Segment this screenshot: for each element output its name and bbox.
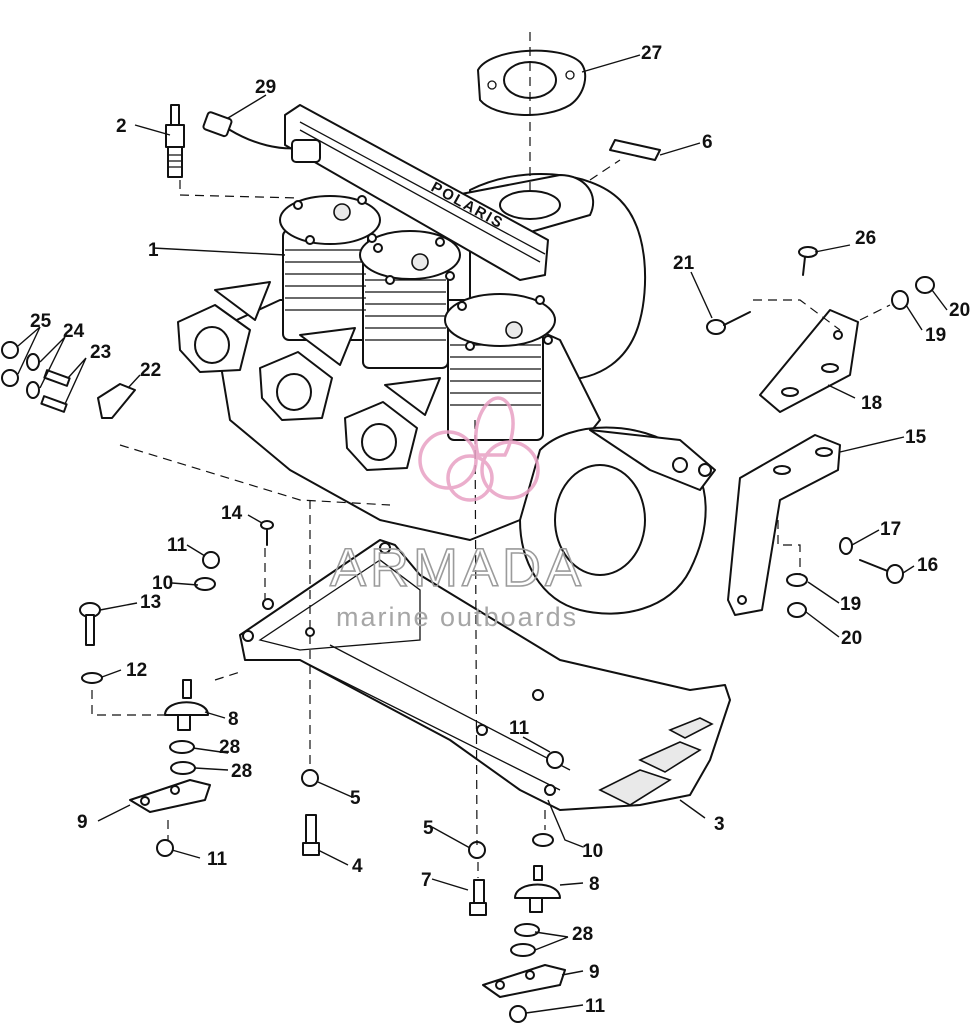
assembly-lines	[91, 32, 891, 878]
callout-10-washer: 10	[582, 841, 603, 862]
callout-11-nut: 11	[207, 849, 228, 870]
callout-20-nut: 20	[841, 628, 862, 649]
callout-1-engine-assembly: 1	[148, 240, 159, 261]
callout-20-nut: 20	[949, 300, 970, 321]
nut-11-a	[202, 551, 220, 569]
callout-19-washer: 19	[925, 325, 946, 346]
callout-11-nut: 11	[509, 718, 530, 739]
callout-4-bolt: 4	[352, 856, 363, 877]
nut-11-c	[546, 751, 564, 769]
washer-19-low	[786, 573, 808, 587]
callout-numbers: 1234556788991010111111111213141516171819…	[30, 43, 970, 1017]
nut-20-top	[915, 276, 935, 294]
nut-20-low	[787, 602, 807, 618]
callout-7-bolt: 7	[421, 870, 432, 891]
rubber-mount-8-b	[514, 865, 561, 913]
mounting-plate	[239, 539, 731, 811]
callout-13-bolt: 13	[140, 592, 161, 613]
callout-11-nut: 11	[585, 996, 606, 1017]
callout-17-washer: 17	[880, 519, 901, 540]
washer-10-b	[532, 833, 554, 847]
nut-11-d	[509, 1005, 527, 1023]
callout-23-stud: 23	[90, 342, 111, 363]
bolt-7	[469, 879, 487, 916]
callout-5-lock-washer: 5	[423, 818, 434, 839]
washer-10-a	[194, 577, 216, 591]
armada-watermark: ARMADA marine outboards	[329, 396, 585, 632]
bolt-4	[302, 814, 320, 856]
callout-3-mounting-plate: 3	[714, 814, 725, 835]
armada-logo-icon	[418, 396, 540, 502]
bracket-18	[759, 309, 859, 413]
callout-28-shim: 28	[572, 924, 593, 945]
watermark-title: ARMADA	[330, 538, 585, 598]
callout-16-bolt: 16	[917, 555, 938, 576]
callout-15-support-bracket: 15	[905, 427, 927, 448]
callout-28-shim: 28	[219, 737, 240, 758]
mount-bracket-9-b	[482, 964, 566, 998]
callout-27-gasket: 27	[641, 43, 662, 64]
callout-10-washer: 10	[152, 573, 173, 594]
callout-9-mount-bracket: 9	[589, 962, 600, 983]
mount-bracket-9-a	[129, 779, 211, 813]
callout-9-mount-bracket: 9	[77, 812, 88, 833]
callout-6-shim: 6	[702, 132, 713, 153]
support-bracket-15	[727, 434, 841, 616]
callout-24-washer: 24	[63, 321, 85, 342]
callout-18-bracket: 18	[861, 393, 882, 414]
callout-11-nut: 11	[167, 535, 188, 556]
callout-5-lock-washer: 5	[350, 788, 361, 809]
callout-26-screw: 26	[855, 228, 876, 249]
nut-11-b	[156, 839, 174, 857]
callout-14-screw: 14	[221, 503, 243, 524]
callout-21-bolt: 21	[673, 253, 695, 274]
callout-8-rubber-mount: 8	[589, 874, 600, 895]
screw-26	[798, 246, 818, 276]
callout-29-sensor: 29	[255, 77, 276, 98]
engine-assembly: POLARIS	[177, 104, 716, 615]
callout-12-washer: 12	[126, 660, 147, 681]
nuts-25	[1, 341, 19, 387]
callout-28-shim: 28	[231, 761, 252, 782]
watermark-subtitle: marine outboards	[336, 602, 578, 632]
callout-8-rubber-mount: 8	[228, 709, 239, 730]
callout-19-washer: 19	[840, 594, 861, 615]
shims-28-b	[510, 923, 540, 957]
bracket-22	[97, 383, 136, 419]
washer-17	[839, 537, 853, 555]
leader-lines	[17, 54, 948, 1014]
screw-14	[260, 520, 274, 546]
rubber-mount-8-a	[164, 679, 209, 731]
callout-25-nut: 25	[30, 311, 52, 332]
intake-flanges	[177, 304, 418, 471]
studs-23	[40, 369, 71, 413]
callout-2-spark-plug: 2	[116, 116, 127, 137]
lock-washer-5-a	[301, 769, 319, 787]
shim-6	[609, 139, 661, 161]
sensor-part	[202, 111, 321, 163]
shims-28-a	[169, 740, 196, 775]
bolt-13	[79, 602, 101, 646]
washers-24	[26, 353, 40, 399]
washer-19-top	[891, 290, 909, 310]
bolt-16	[859, 559, 904, 584]
washer-12	[81, 672, 103, 684]
bolt-21	[706, 311, 751, 335]
head-gasket	[477, 49, 587, 117]
spark-plug-part	[165, 104, 185, 178]
callout-22-bracket: 22	[140, 360, 161, 381]
